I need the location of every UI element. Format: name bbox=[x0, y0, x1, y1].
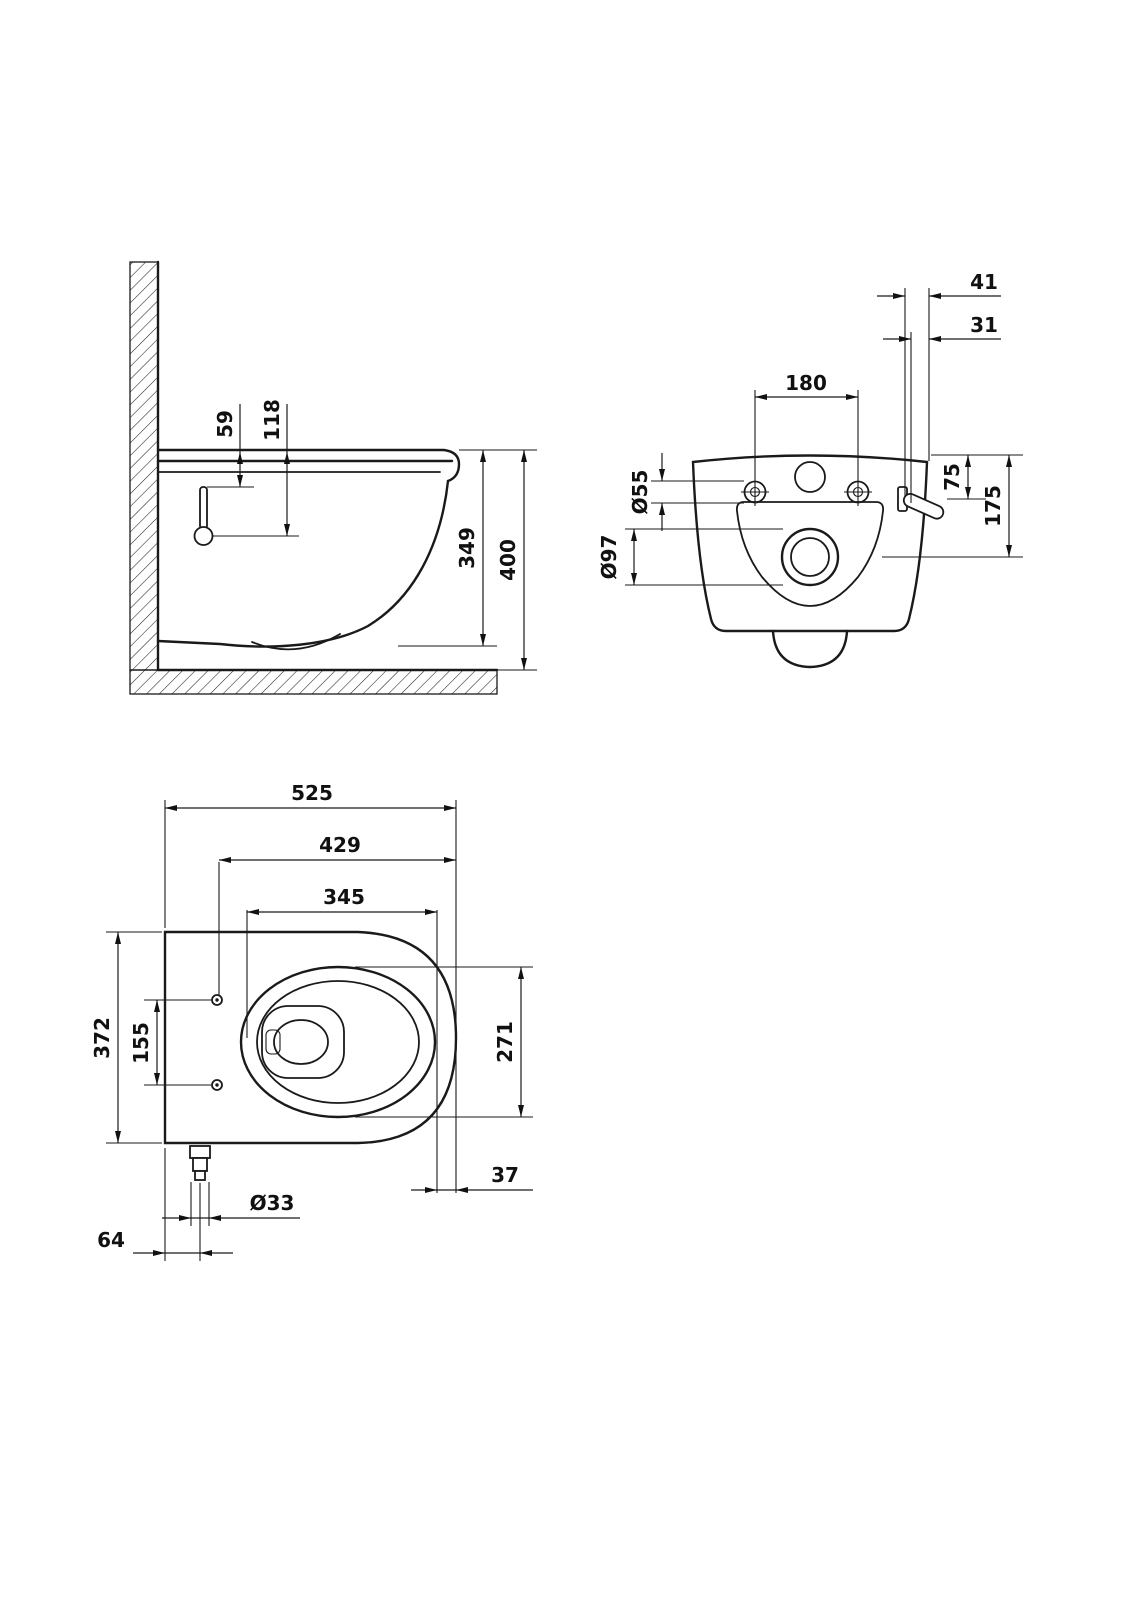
toilet-side-profile bbox=[156, 448, 461, 651]
bowl-inner-shape bbox=[261, 1005, 345, 1079]
trap-circle-outer bbox=[780, 527, 840, 587]
dim-97: Ø97 bbox=[597, 528, 783, 586]
bowl-shield-shape bbox=[735, 501, 885, 607]
dim-label-400: 400 bbox=[496, 539, 520, 581]
trap-circle-inner bbox=[790, 537, 830, 577]
dim-400: 400 bbox=[496, 450, 537, 671]
toilet-top-outline bbox=[163, 930, 458, 1145]
dim-label-271: 271 bbox=[493, 1021, 517, 1063]
dim-label-372: 372 bbox=[90, 1017, 114, 1059]
seat-inner-ring bbox=[256, 980, 420, 1104]
dim-label-97: Ø97 bbox=[597, 535, 621, 580]
dim-label-349: 349 bbox=[455, 527, 479, 569]
dim-429: 429 bbox=[218, 833, 456, 995]
dim-label-429: 429 bbox=[319, 833, 361, 857]
dim-label-175: 175 bbox=[981, 485, 1005, 527]
dim-label-37: 37 bbox=[491, 1163, 519, 1187]
dim-55: Ø55 bbox=[628, 453, 744, 531]
dim-label-75: 75 bbox=[940, 463, 964, 491]
dim-label-31: 31 bbox=[970, 313, 998, 337]
top-view: 525 429 345 372 155 27 bbox=[90, 781, 533, 1261]
dim-label-59: 59 bbox=[213, 410, 237, 438]
front-view: 41 31 180 Ø55 Ø97 bbox=[597, 270, 1023, 669]
dim-label-33: Ø33 bbox=[250, 1191, 295, 1215]
wall-section bbox=[129, 261, 159, 671]
dim-118: 118 bbox=[213, 399, 299, 537]
dim-525: 525 bbox=[164, 781, 457, 1193]
dim-59: 59 bbox=[207, 404, 254, 488]
bidet-mixer-lever bbox=[193, 486, 214, 546]
inlet-fitting bbox=[189, 1145, 211, 1181]
side-view: 59 118 349 400 bbox=[129, 260, 537, 695]
dim-label-525: 525 bbox=[291, 781, 333, 805]
dim-label-118: 118 bbox=[260, 399, 284, 441]
dim-345: 345 bbox=[246, 885, 438, 1193]
dim-31: 31 bbox=[883, 313, 1001, 503]
dim-271: 271 bbox=[355, 966, 533, 1118]
dim-label-180: 180 bbox=[785, 371, 827, 395]
outlet-tongue bbox=[771, 629, 849, 669]
dim-label-64: 64 bbox=[97, 1228, 125, 1252]
toilet-front-outline bbox=[691, 454, 929, 633]
dim-label-41: 41 bbox=[970, 270, 998, 294]
dim-37: 37 bbox=[411, 1163, 533, 1193]
drain-oval bbox=[273, 1019, 329, 1065]
inlet-circle bbox=[794, 461, 826, 493]
dim-64: 64 bbox=[97, 1148, 233, 1261]
seat-outer-ring bbox=[239, 965, 437, 1119]
nozzle-tab bbox=[265, 1029, 281, 1055]
floor-section bbox=[129, 669, 498, 695]
seat-hinge-hole-top bbox=[211, 994, 223, 1006]
dim-180: 180 bbox=[754, 371, 859, 478]
dim-155: 155 bbox=[129, 999, 211, 1086]
dim-label-345: 345 bbox=[323, 885, 365, 909]
dim-label-55: Ø55 bbox=[628, 470, 652, 515]
dim-372: 372 bbox=[90, 931, 162, 1144]
dim-41: 41 bbox=[877, 270, 1001, 496]
mounting-hole-left bbox=[741, 478, 769, 506]
dim-175: 175 bbox=[882, 455, 1023, 558]
seat-hinge-hole-bottom bbox=[211, 1079, 223, 1091]
dim-33: Ø33 bbox=[162, 1182, 300, 1226]
dim-75: 75 bbox=[931, 454, 1023, 500]
dim-label-155: 155 bbox=[129, 1022, 153, 1064]
